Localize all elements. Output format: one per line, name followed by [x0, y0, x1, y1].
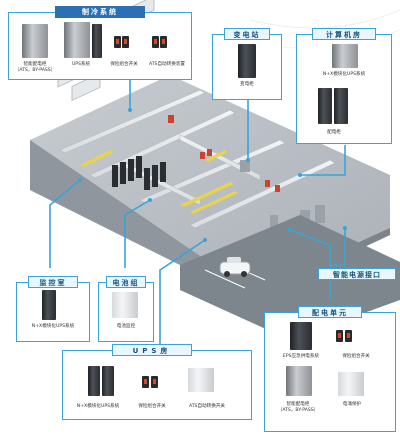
substation-cabinet-icon: [238, 44, 256, 78]
refrigeration-title: 制冷系统: [55, 6, 145, 18]
battery-item: 电池监控: [116, 324, 136, 329]
monitoring-room-title: 监控室: [28, 276, 78, 288]
computer-room-item-1: N+X模块化UPS系统: [322, 72, 366, 77]
ats-switch-icon: [152, 36, 159, 48]
fuse-switch-icon: [122, 36, 129, 48]
fuse-switch-icon: [114, 36, 121, 48]
red-equipment: [168, 115, 280, 192]
connector-dots: [78, 108, 347, 242]
battery-monitor-icon: [112, 292, 138, 318]
connector-lines: [49, 78, 346, 345]
substation-title: 变电站: [224, 28, 270, 40]
refrigeration-item-1b: （ATS，BY-PASS）: [14, 68, 56, 73]
modular-ups-icon: [332, 44, 358, 68]
distribution-item-3: 智能配电柜: [286, 402, 310, 407]
ups-module-icon: [88, 366, 100, 396]
refrigeration-item-2: UPS系统: [71, 62, 91, 67]
distribution-item-3b: （ATS，BY-PASS）: [277, 408, 319, 413]
smart-cabinet-icon: [286, 366, 312, 396]
distribution-item-4: 电涌保护: [342, 402, 362, 407]
car: [219, 257, 251, 277]
ats-switch-icon: [160, 36, 167, 48]
substation-item: 变电柜: [240, 82, 254, 87]
distribution-cabinet-icon: [318, 88, 332, 124]
computer-room-title: 计算机房: [312, 28, 376, 40]
battery-title: 电池组: [106, 276, 146, 288]
distribution-item-1: EPS应急供电系统: [282, 354, 320, 359]
refrigeration-item-3: 保险组合开关: [110, 62, 138, 67]
smart-distribution-cabinet-icon: [22, 24, 48, 58]
fuse-switch-icon: [336, 330, 343, 342]
distribution-unit-title: 配电单元: [298, 306, 362, 318]
smart-interface-title: 智能电源接口: [318, 268, 396, 280]
ups-room-item-3: ATS自动转换开关: [188, 404, 226, 409]
fuse-switch-icon: [151, 376, 158, 388]
distribution-item-2: 保险组合开关: [342, 354, 370, 359]
distribution-cabinet-icon: [334, 88, 348, 124]
server-racks: [112, 156, 166, 190]
refrigeration-item-4: ATS自动转换装置: [148, 62, 186, 67]
ups-room-title: UPS房: [112, 344, 192, 356]
refrigeration-item-1: 智能配电柜: [23, 62, 47, 67]
ups-room-item-1: N+X模块化UPS系统: [76, 404, 120, 409]
cable-trays: [80, 150, 238, 214]
monitoring-room-item: N+X模块化UPS系统: [31, 324, 75, 329]
computer-room-item-2: 配电柜: [327, 130, 341, 135]
ats-switch-icon: [188, 368, 214, 392]
ups-system-icon: [64, 22, 90, 58]
eps-system-icon: [290, 322, 312, 350]
surge-protector-icon: [338, 372, 364, 396]
monitoring-ups-icon: [42, 290, 56, 320]
ups-tower-icon: [92, 24, 102, 58]
fuse-switch-icon: [142, 376, 149, 388]
distribution-unit-panel: [264, 312, 396, 432]
fuse-switch-icon: [345, 330, 352, 342]
ups-module-icon: [102, 366, 114, 396]
ups-room-item-2: 保险组合开关: [138, 404, 166, 409]
